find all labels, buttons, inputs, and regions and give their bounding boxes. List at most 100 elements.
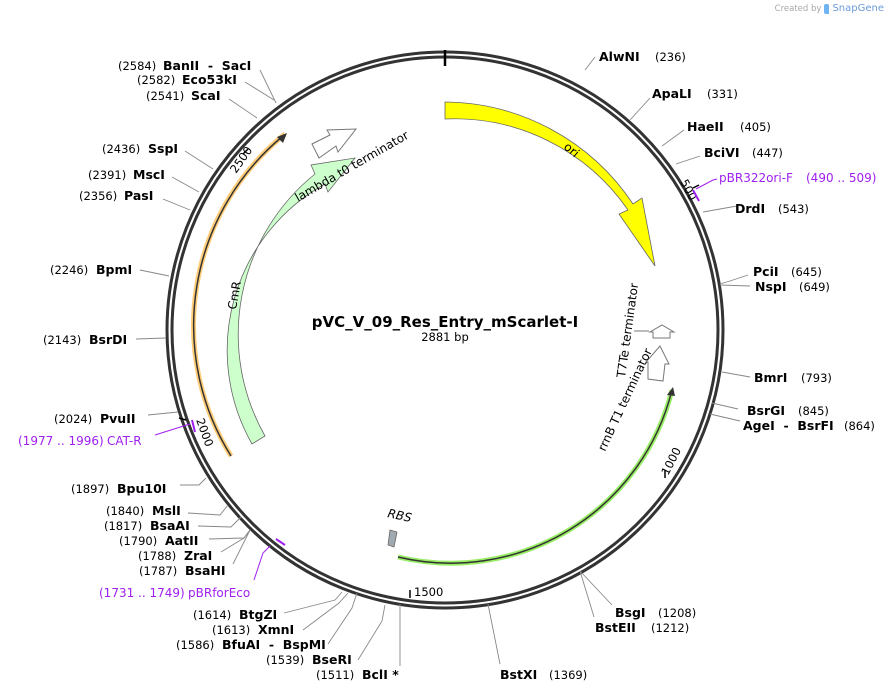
credit-brand: SnapGene [832,3,884,14]
site-bmri[interactable]: BmrI(793) [754,370,832,385]
svg-text:BfuAI - BspMI: BfuAI - BspMI [222,637,326,652]
site-alwni[interactable]: AlwNI (236) [599,49,686,64]
tick-label-1000: 1000 [658,445,684,477]
tick-label-1500: 1500 [414,585,443,599]
site-pasi[interactable]: (2356)PasI [79,188,153,203]
svg-text:(1788): (1788) [138,549,176,563]
site-msli[interactable]: (1840) MslI [106,503,181,518]
site-bsrdi[interactable]: (2143)BsrDI [43,332,127,347]
svg-text:MslI: MslI [152,503,181,518]
svg-text:(1897): (1897) [71,482,109,496]
primer-name: CAT-R [107,434,142,448]
sites-right [487,56,751,665]
feature-ori[interactable]: ori [444,101,656,267]
svg-text:(2356): (2356) [79,189,117,203]
svg-text:BpmI: BpmI [96,262,132,277]
svg-text:(1369): (1369) [549,668,587,682]
site-scai[interactable]: (2541)ScaI [146,88,221,103]
site-bsahi[interactable]: (1787)BsaHI [139,563,226,578]
plasmid-name: pVC_V_09_Res_Entry_mScarlet-I [312,313,578,331]
site-bcivi[interactable]: BciVI (447) [704,145,783,160]
site-msci[interactable]: (2391) MscI [88,167,165,182]
primer-pbr322ori-f[interactable]: pBR322ori-F (490 .. 509) [692,171,876,202]
site-aatii[interactable]: (1790)AatII [119,533,198,548]
site-haeii[interactable]: HaeII (405) [687,119,771,134]
site-agei-bsrfi[interactable]: AgeI - BsrFI (864) [743,418,875,433]
svg-text:(405): (405) [740,120,771,134]
svg-text:(543): (543) [778,202,809,216]
svg-text:AgeI - BsrFI: AgeI - BsrFI [743,418,834,433]
site-bsaai[interactable]: (1817)BsaAI [104,518,190,533]
lambda-t0-label: lambda t0 terminator [293,128,412,205]
feature-lambda-t0-terminator[interactable]: lambda t0 terminator [293,128,412,205]
svg-text:(1840): (1840) [106,504,144,518]
site-zrai[interactable]: (1788)ZraI [138,548,212,563]
svg-text:XmnI: XmnI [258,622,294,637]
site-bpmi[interactable]: (2246) BpmI [50,262,132,277]
site-bfuai-bspmi[interactable]: (1586)BfuAI - BspMI [176,637,326,652]
site-eco53ki[interactable]: (2582) Eco53kI [137,72,237,87]
svg-text:MscI: MscI [133,167,165,182]
feature-cat-orf[interactable] [191,132,287,458]
feature-rrnb-t1-terminator[interactable]: rrnB T1 terminator [595,345,670,453]
svg-text:(2024): (2024) [54,412,92,426]
primer-range: (490 .. 509) [806,171,876,185]
site-pvuii[interactable]: (2024)PvuII [54,411,136,426]
primer-name: pBRforEco [188,586,250,600]
site-nspi[interactable]: NspI(649) [755,279,830,294]
svg-text:(447): (447) [752,146,783,160]
site-bsteii[interactable]: BstEII (1212) [595,620,689,635]
site-bcli[interactable]: (1511)BclI * [316,667,399,682]
svg-text:AlwNI: AlwNI [599,49,640,64]
svg-text:(1539): (1539) [266,653,304,667]
svg-text:(1787): (1787) [139,564,177,578]
svg-text:(1208): (1208) [658,606,696,620]
svg-text:(1212): (1212) [651,621,689,635]
site-pcii[interactable]: PciI(645) [753,264,822,279]
svg-text:DrdI: DrdI [735,201,765,216]
primer-range: (1977 .. 1996) [18,434,104,448]
site-bpu10i[interactable]: (1897) Bpu10I [71,481,166,496]
svg-text:(645): (645) [791,265,822,279]
site-bseri[interactable]: (1539)BseRI [266,652,352,667]
svg-text:BanII - SacI: BanII - SacI [163,58,251,73]
feature-rbs[interactable]: RBS [386,506,413,548]
svg-text:(236): (236) [655,50,686,64]
feature-cmr[interactable]: CmR [225,157,356,445]
svg-text:Eco53kI: Eco53kI [182,72,237,87]
svg-text:(2246): (2246) [50,263,88,277]
site-bsrgi[interactable]: BsrGI(845) [747,403,829,418]
feature-mscarlet-orf[interactable] [397,387,675,566]
site-xmni[interactable]: (1613)XmnI [212,622,294,637]
svg-text:(864): (864) [844,419,875,433]
svg-text:(2391): (2391) [88,168,126,182]
site-bsgi[interactable]: BsgI (1208) [615,605,696,620]
svg-text:Bpu10I: Bpu10I [117,481,166,496]
site-bstxi[interactable]: BstXI(1369) [500,667,587,682]
site-btgzi[interactable]: (1614)BtgZI [193,607,277,622]
site-banii-saci[interactable]: (2584)BanII - SacI [118,58,251,73]
cmr-label: CmR [225,280,244,310]
svg-text:BsgI: BsgI [615,605,646,620]
svg-text:HaeII: HaeII [687,119,724,134]
site-drdi[interactable]: DrdI (543) [735,201,809,216]
site-sspi[interactable]: (2436)SspI [102,141,178,156]
svg-text:(2541): (2541) [146,89,184,103]
primer-name: pBR322ori-F [719,171,793,185]
primer-pbrforeco[interactable]: (1731 .. 1749) pBRforEco [99,538,286,600]
primer-cat-r[interactable]: (1977 .. 1996) CAT-R [18,419,196,448]
credit-prefix: Created by [774,3,822,14]
svg-text:NspI: NspI [755,279,787,294]
svg-text:BstEII: BstEII [595,620,636,635]
svg-text:BtgZI: BtgZI [239,607,277,622]
svg-text:BciVI: BciVI [704,145,740,160]
site-apali[interactable]: ApaLI(331) [652,86,738,101]
svg-text:ApaLI: ApaLI [652,86,692,101]
svg-text:(793): (793) [801,371,832,385]
rbs-label: RBS [386,506,413,525]
sites-left [135,69,401,666]
svg-text:(2582): (2582) [137,73,175,87]
svg-text:(1817): (1817) [104,519,142,533]
svg-text:(1790): (1790) [119,534,157,548]
